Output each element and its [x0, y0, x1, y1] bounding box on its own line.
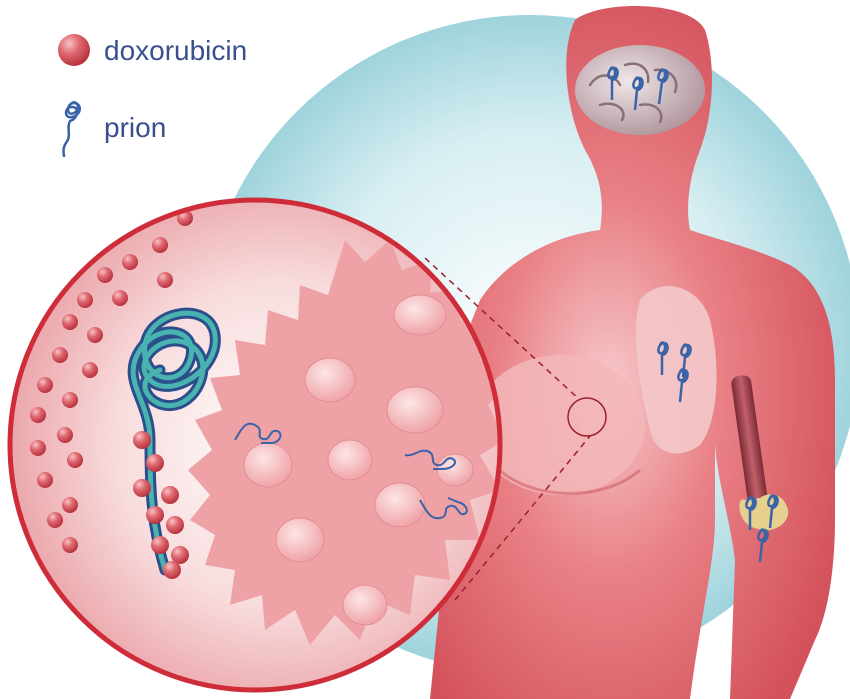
legend: doxorubicin prion — [58, 34, 247, 157]
doxorubicin-sphere-icon — [58, 34, 90, 66]
prion-coil-icon — [64, 102, 80, 157]
legend-label-doxorubicin: doxorubicin — [104, 35, 247, 66]
legend-label-prion: prion — [104, 112, 166, 143]
brain — [575, 45, 705, 135]
